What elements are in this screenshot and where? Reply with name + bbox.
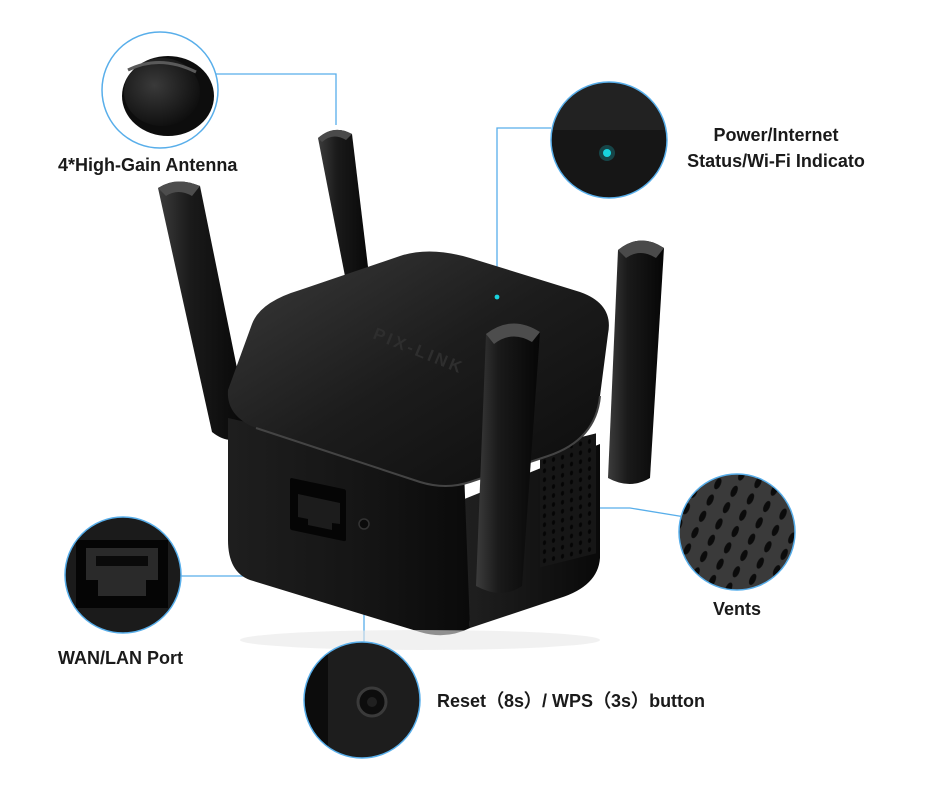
indicator-label-line2: Status/Wi-Fi Indicato — [687, 151, 865, 171]
port-label: WAN/LAN Port — [58, 648, 183, 668]
antenna-back-center-icon — [318, 129, 372, 312]
antenna-leader-line — [212, 73, 337, 125]
reset-button-icon — [358, 518, 370, 530]
wifi-extender-device: PIX-LINK — [158, 129, 664, 650]
antenna-right-icon — [608, 240, 664, 484]
ethernet-port-closeup-icon — [64, 516, 182, 634]
antenna-front-icon — [476, 323, 540, 593]
ethernet-port-icon — [290, 478, 346, 542]
vent-grille-closeup-icon — [678, 473, 796, 591]
reset-wps-label: Reset（8s）/ WPS（3s）button — [437, 691, 706, 711]
device-indicator-led — [494, 294, 500, 300]
led-closeup-icon — [550, 81, 668, 199]
indicator-leader-line — [496, 127, 551, 296]
indicator-label-line1: Power/Internet — [713, 125, 839, 145]
vents-label: Vents — [713, 599, 762, 619]
vent-grille — [540, 433, 596, 568]
indicator-label: Power/Internet Status/Wi-Fi Indicato — [678, 122, 874, 174]
antenna-label: 4*High-Gain Antenna — [58, 155, 238, 175]
antenna-left-icon — [158, 181, 250, 441]
antenna-closeup-icon — [101, 31, 219, 149]
reset-button-closeup-icon — [303, 641, 421, 759]
